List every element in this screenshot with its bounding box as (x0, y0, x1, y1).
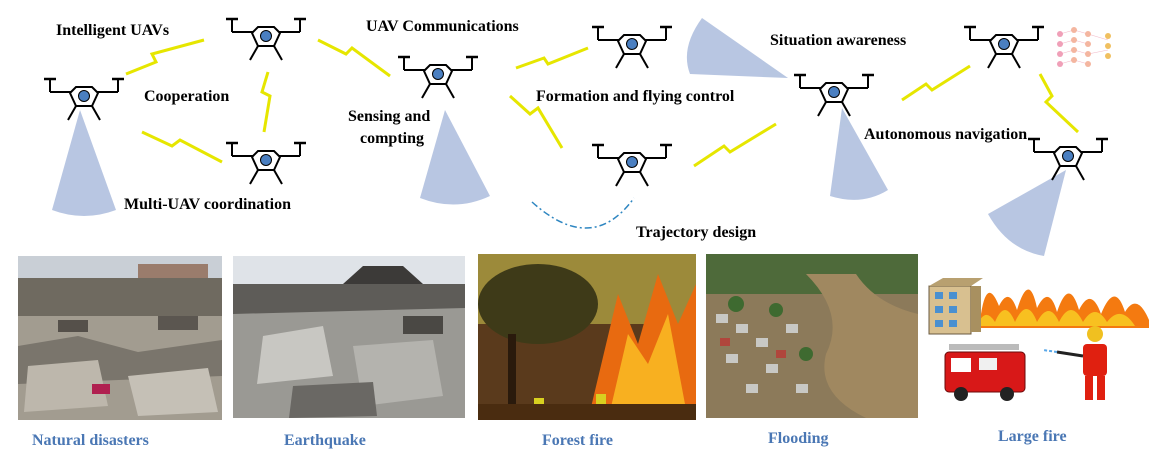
drone-icon (224, 141, 308, 186)
sensing-beams (52, 18, 1066, 256)
illustration-large-fire (925, 256, 1155, 412)
drone-icon (42, 77, 126, 122)
drone-icon (962, 25, 1046, 70)
link-icon (260, 71, 272, 133)
beam-left-drone (52, 110, 116, 216)
label-situation-awareness: Situation awareness (770, 32, 907, 49)
caption-forest-fire: Forest fire (542, 432, 613, 449)
link-icon (693, 122, 777, 168)
label-sensing-line2: compting (360, 130, 424, 147)
beam-fire-drone (988, 170, 1066, 256)
link-icon (317, 38, 391, 78)
label-cooperation: Cooperation (144, 88, 230, 105)
label-multi-uav-coordination: Multi-UAV coordination (124, 196, 291, 213)
building-icon (928, 278, 983, 335)
link-icon (508, 94, 564, 149)
beam-sensing-drone (420, 110, 490, 205)
link-icon (1038, 73, 1080, 134)
link-icon (125, 38, 205, 76)
photo-natural-disasters (18, 256, 222, 420)
fire-truck-icon (944, 344, 1026, 401)
label-trajectory-design: Trajectory design (636, 224, 757, 241)
trajectory-arc (531, 197, 635, 229)
wireless-links (125, 38, 1080, 168)
photo-earthquake (233, 256, 465, 418)
drone-icon (224, 17, 308, 62)
neural-network-icon (1057, 27, 1111, 67)
label-autonomous-navigation: Autonomous navigation (864, 126, 1028, 143)
photo-forest-fire (478, 254, 696, 420)
caption-earthquake: Earthquake (284, 432, 366, 449)
label-sensing-line1: Sensing and (348, 108, 431, 125)
beam-awareness-drone (686, 18, 788, 78)
label-formation-control: Formation and flying control (536, 88, 735, 105)
caption-natural-disasters: Natural disasters (32, 432, 149, 449)
caption-large-fire: Large fire (998, 428, 1067, 445)
label-intelligent-uavs: Intelligent UAVs (56, 22, 170, 39)
label-uav-communications: UAV Communications (366, 18, 519, 35)
link-icon (901, 64, 971, 102)
drone-icon (1026, 137, 1110, 182)
drone-icon (590, 25, 674, 70)
drone-icon (792, 73, 876, 118)
caption-flooding: Flooding (768, 430, 829, 447)
photo-flooding (706, 254, 918, 418)
drone-icon (396, 55, 480, 100)
drone-icon (590, 143, 674, 188)
beam-awareness-down (830, 108, 888, 200)
link-icon (141, 130, 223, 164)
link-icon (515, 46, 589, 70)
firefighter-icon (1042, 326, 1107, 400)
